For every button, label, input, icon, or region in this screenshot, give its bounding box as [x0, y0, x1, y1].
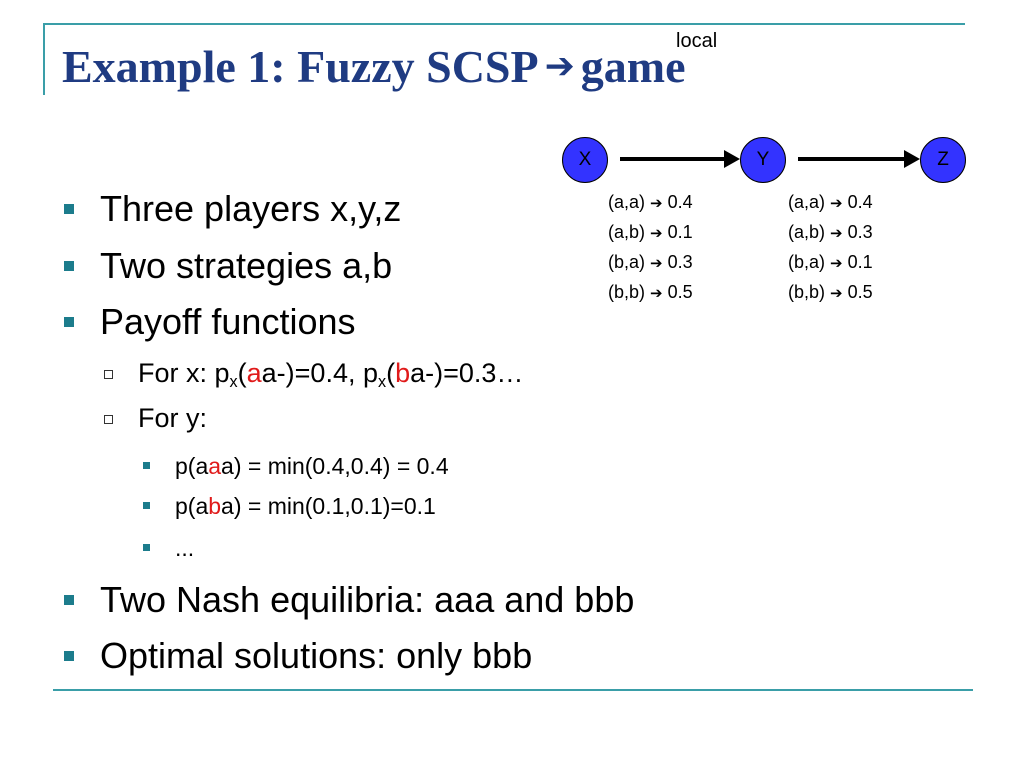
table-row: (b,a) ➔ 0.3	[608, 252, 693, 272]
square-bullet-icon	[64, 261, 74, 271]
payoff-table-xy: (a,a) ➔ 0.4 (a,b) ➔ 0.1 (b,a) ➔ 0.3 (b,b…	[608, 188, 693, 308]
sub-sub-bullet-aba: p(aba) = min(0.1,0.1)=0.1	[143, 495, 436, 518]
table-row: (b,b) ➔ 0.5	[608, 282, 693, 302]
right-arrow-icon: ➔	[544, 46, 575, 87]
right-arrow-icon: ➔	[830, 224, 843, 242]
title-right: game	[580, 41, 686, 92]
right-arrow-icon: ➔	[830, 254, 843, 272]
table-row: (a,a) ➔ 0.4	[788, 192, 873, 212]
right-arrow-icon: ➔	[650, 194, 663, 212]
bottom-rule	[53, 689, 973, 691]
bullet-nash: Two Nash equilibria: aaa and bbb	[64, 582, 634, 618]
bullet-payoff: Payoff functions	[64, 304, 356, 340]
arrowhead-icon	[724, 150, 740, 168]
right-arrow-icon: ➔	[650, 284, 663, 302]
square-bullet-icon	[143, 544, 150, 551]
hollow-square-bullet-icon	[104, 415, 113, 424]
right-arrow-icon: ➔	[830, 284, 843, 302]
square-bullet-icon	[64, 651, 74, 661]
table-row: (a,a) ➔ 0.4	[608, 192, 693, 212]
edge-x-y	[620, 150, 740, 168]
slide-title: Example 1: Fuzzy SCSP➔game	[62, 44, 686, 90]
square-bullet-icon	[64, 204, 74, 214]
square-bullet-icon	[143, 462, 150, 469]
payoff-table-yz: (a,a) ➔ 0.4 (a,b) ➔ 0.3 (b,a) ➔ 0.1 (b,b…	[788, 188, 873, 308]
right-arrow-icon: ➔	[650, 254, 663, 272]
sub-bullet-for-y: For y:	[104, 405, 207, 432]
title-left: Example 1: Fuzzy SCSP	[62, 41, 539, 92]
square-bullet-icon	[143, 502, 150, 509]
sub-bullet-for-x: For x: px(aa-)=0.4, px(ba-)=0.3…	[104, 360, 523, 390]
square-bullet-icon	[64, 595, 74, 605]
node-x: X	[562, 137, 608, 183]
table-row: (b,a) ➔ 0.1	[788, 252, 873, 272]
hollow-square-bullet-icon	[104, 370, 113, 379]
table-row: (a,b) ➔ 0.1	[608, 222, 693, 242]
right-arrow-icon: ➔	[830, 194, 843, 212]
sub-sub-bullet-aaa: p(aaa) = min(0.4,0.4) = 0.4	[143, 455, 449, 478]
bullet-optimal: Optimal solutions: only bbb	[64, 638, 532, 674]
local-label: local	[676, 30, 718, 52]
table-row: (a,b) ➔ 0.3	[788, 222, 873, 242]
right-arrow-icon: ➔	[650, 224, 663, 242]
bullet-players: Three players x,y,z	[64, 191, 401, 227]
square-bullet-icon	[64, 317, 74, 327]
bullet-strategies: Two strategies a,b	[64, 248, 392, 284]
edge-y-z	[798, 150, 920, 168]
left-rule	[43, 23, 45, 95]
table-row: (b,b) ➔ 0.5	[788, 282, 873, 302]
node-y: Y	[740, 137, 786, 183]
top-rule	[45, 23, 965, 25]
arrowhead-icon	[904, 150, 920, 168]
sub-sub-bullet-ellipsis: ...	[143, 537, 194, 560]
node-z: Z	[920, 137, 966, 183]
